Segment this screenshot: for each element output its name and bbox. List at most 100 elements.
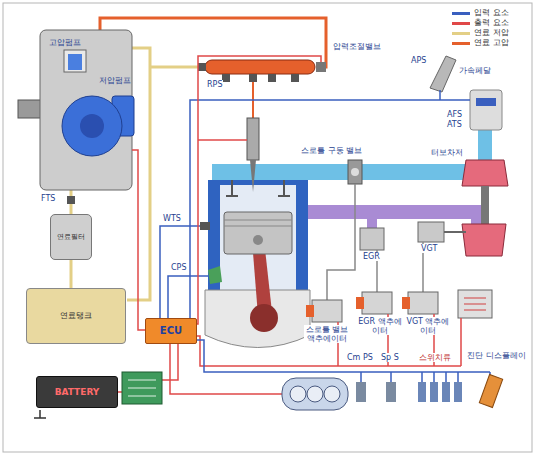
diagnostic-connector	[479, 375, 502, 408]
label-slot: 진단 디스플레이	[466, 351, 527, 360]
label-slot: 스위치류	[418, 353, 452, 362]
relay-box	[122, 372, 162, 404]
turbine	[462, 224, 506, 256]
power-wire	[118, 391, 122, 393]
legend-swatch	[452, 42, 470, 45]
label-slot: 터보차저	[430, 148, 464, 157]
pump-cylinder	[64, 50, 86, 72]
piston-pin	[253, 235, 263, 245]
piston-ring	[224, 220, 292, 226]
vgt-actuator	[418, 222, 444, 242]
fts-sensor	[67, 196, 75, 204]
label-slot: AFS	[446, 110, 463, 119]
vacuum-hose	[327, 184, 355, 300]
label-slot: RPS	[206, 80, 223, 89]
output-wire	[170, 344, 282, 394]
rail-port	[291, 74, 299, 82]
rail-port	[268, 74, 276, 82]
part-label: EGR 액추에이터	[356, 317, 404, 335]
node-text: 연료필터	[57, 233, 85, 241]
part-label: 저압펌프	[98, 76, 132, 85]
solenoid-coil	[356, 297, 364, 309]
part-label: 스로틀 구동 밸브	[300, 146, 363, 155]
legend-row: 연료 고압	[452, 38, 509, 48]
switch	[442, 382, 450, 402]
label-slot: APS	[410, 56, 427, 65]
input-wire	[160, 226, 200, 318]
fuel-tank: 연료탱크	[26, 288, 126, 344]
power-wire	[162, 344, 178, 380]
exhaust-valve	[278, 180, 290, 196]
legend-row: 연료 저압	[452, 28, 509, 38]
part-label: Cm PS	[346, 353, 374, 362]
input-wire	[190, 90, 470, 318]
ground-symbol	[34, 410, 46, 418]
label-slot: EGR	[362, 252, 381, 261]
legend-swatch	[452, 22, 470, 25]
label-slot: 저압펌프	[98, 76, 132, 85]
legend-text: 연료 고압	[474, 38, 509, 47]
part-label: CPS	[170, 263, 188, 272]
part-label: Sp S	[380, 353, 400, 362]
input-wire	[197, 340, 490, 372]
part-label: 스위치류	[418, 353, 452, 362]
ecu-box: ECU	[145, 318, 197, 344]
legend-swatch	[452, 32, 470, 35]
input-wire	[361, 372, 490, 382]
output-wire	[338, 314, 461, 366]
label-slot: WTS	[162, 214, 182, 223]
air-flow-element	[476, 98, 496, 106]
legend-text: 연료 저압	[474, 28, 509, 37]
part-label: AFS	[446, 110, 463, 119]
part-label: VGT	[420, 244, 438, 253]
legend-row: 출력 요소	[452, 18, 509, 28]
injector-tip	[250, 160, 256, 192]
input-wire	[168, 276, 208, 318]
exhaust-manifold	[300, 212, 478, 240]
part-label: APS	[410, 56, 427, 65]
crankshaft	[250, 304, 278, 332]
output-wire	[198, 139, 247, 141]
relay-marks	[128, 380, 156, 396]
part-label: ATS	[446, 120, 463, 129]
part-label: 진단 디스플레이	[466, 351, 527, 360]
gauge-cluster	[282, 378, 348, 410]
part-label: 압력조절밸브	[332, 42, 382, 51]
vgt-rod	[444, 231, 466, 233]
part-label: EGR	[362, 252, 381, 261]
label-slot: 스로틀 구동 밸브	[300, 146, 363, 155]
fuel-line	[70, 260, 73, 288]
part-label: 스로틀 밸브 액추에이터	[304, 325, 350, 343]
gauge	[307, 386, 323, 402]
part-label: 고압펌프	[48, 38, 82, 47]
output-wire	[132, 150, 145, 330]
intake-valve	[226, 180, 238, 196]
rail-return-line	[150, 66, 205, 69]
part-label: FTS	[40, 194, 56, 203]
intake-duct	[478, 130, 492, 162]
common-rail	[205, 60, 315, 74]
wts-sensor	[200, 222, 210, 230]
label-slot: Sp S	[380, 353, 400, 362]
solenoid-valve	[362, 292, 392, 314]
solenoid-coil	[402, 297, 410, 309]
frame	[3, 3, 532, 452]
legend: 입력 요소출력 요소연료 저압연료 고압	[452, 8, 509, 48]
gauge	[324, 386, 340, 402]
turbo-shaft	[481, 186, 489, 224]
pump-hub	[80, 114, 104, 138]
solenoid-coil	[306, 305, 314, 317]
node-text: ECU	[160, 325, 182, 337]
label-slot: 가속페달	[458, 66, 492, 75]
compressor	[462, 160, 508, 186]
injector	[247, 118, 259, 160]
gauge	[290, 386, 306, 402]
switch	[454, 382, 462, 402]
output-wire	[197, 56, 321, 324]
pump-rotor	[62, 96, 122, 156]
pressure-valve	[316, 62, 326, 72]
label-slot: VGT	[420, 244, 438, 253]
label-slot: VGT 액추에이터	[404, 317, 452, 335]
label-slot: 압력조절밸브	[332, 42, 382, 51]
